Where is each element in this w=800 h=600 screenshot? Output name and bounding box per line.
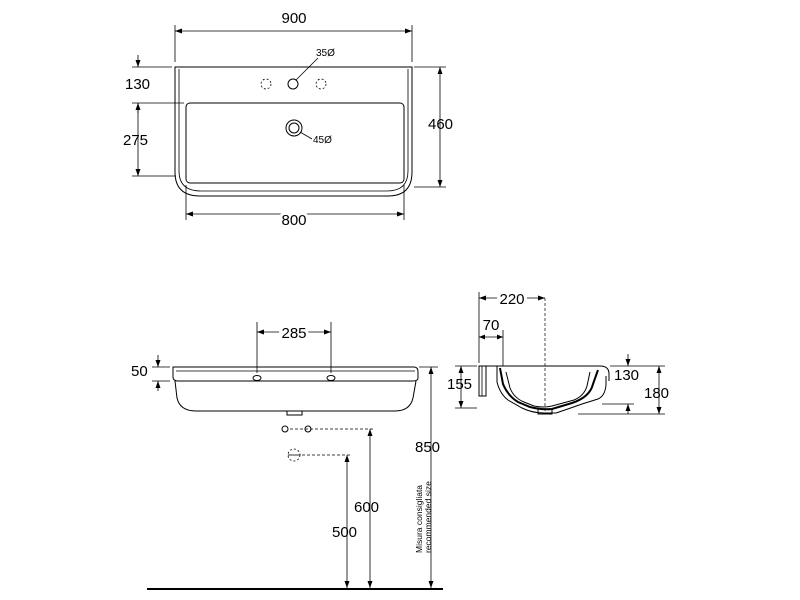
waste-hole-diameter-label: 45Ø [313, 135, 332, 146]
dim-wall-offset: 70 [483, 317, 500, 334]
side-bowl-wall [499, 367, 599, 411]
side-wall-bracket [478, 365, 487, 397]
waste-hole-inner [288, 122, 300, 134]
front-hole-left [252, 375, 262, 381]
recommended-note-line1: Misura consigliata [414, 485, 424, 553]
recommended-note-line2: recommended size [423, 481, 433, 553]
front-waste [286, 411, 303, 416]
front-body [174, 380, 417, 412]
side-inner-bowl [505, 371, 591, 408]
dim-inner-width: 800 [281, 212, 306, 229]
tap-hole-diameter-label: 35Ø [316, 48, 335, 59]
dim-tap-offset: 130 [125, 76, 150, 93]
dim-height-left: 155 [447, 376, 472, 393]
side-view: 220 70 155 130 180 [447, 288, 669, 415]
fixing-hole-left [281, 425, 289, 433]
dim-depth-to-waste: 220 [499, 291, 524, 308]
tap-hole-left [260, 78, 272, 90]
dim-fixing-height: 600 [354, 499, 379, 516]
front-hole-right [326, 375, 336, 381]
dim-overall-depth: 460 [428, 116, 453, 133]
basin-outline [174, 66, 413, 197]
front-view: 285 50 600 500 850 Misura consigliata [131, 322, 443, 590]
dim-hole-spacing: 285 [281, 325, 306, 342]
side-outer-shell [496, 366, 607, 414]
waste-hole-outer [285, 119, 303, 137]
front-rim [172, 366, 419, 382]
dim-bowl-depth: 275 [123, 132, 148, 149]
dim-waste-height: 500 [332, 524, 357, 541]
tap-hole-center [287, 78, 299, 90]
dim-overall-height: 180 [644, 385, 669, 402]
top-view: 35Ø 45Ø 900 800 460 130 275 [123, 10, 453, 232]
basin-inner-rim [178, 69, 409, 192]
bowl-outline [185, 102, 405, 184]
dim-bowl-height: 130 [614, 367, 639, 384]
tap-hole-right [315, 78, 327, 90]
dim-install-height: 850 [415, 439, 440, 456]
side-top-rim [486, 365, 610, 381]
dim-rim-thickness: 50 [131, 363, 148, 380]
dim-overall-width: 900 [281, 10, 306, 27]
